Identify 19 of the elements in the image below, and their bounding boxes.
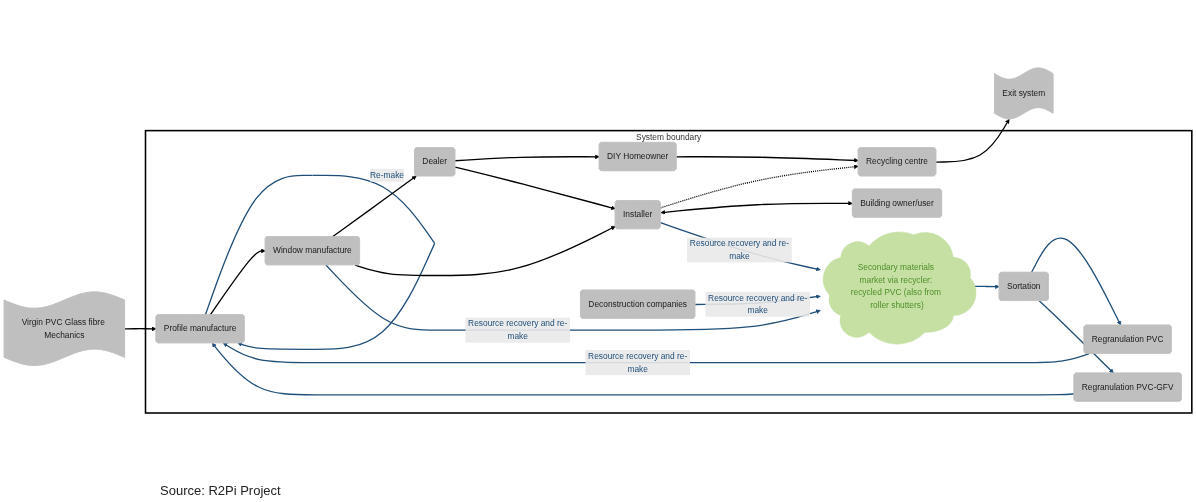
edge-label: Resource recovery and re-make — [708, 293, 808, 315]
arrow — [675, 156, 859, 163]
arrow — [204, 174, 436, 350]
edge-label: Resource recovery and re-make — [588, 351, 688, 374]
edge-label: Resource recovery and re-make — [468, 319, 568, 341]
source-caption: Source: R2Pi Project — [159, 482, 282, 500]
arrow — [354, 226, 616, 277]
arrow — [1030, 237, 1122, 326]
arrow — [454, 166, 616, 210]
arrow — [935, 118, 1010, 163]
arrow — [211, 342, 1075, 396]
edge-label: Re-make — [370, 170, 405, 180]
arrow — [1038, 300, 1114, 374]
arrow — [454, 154, 600, 162]
arrow — [331, 175, 417, 238]
edge-label: Resource recovery and re-make — [689, 238, 789, 261]
arrow — [124, 326, 157, 332]
arrow — [209, 248, 266, 316]
arrow — [660, 201, 853, 215]
